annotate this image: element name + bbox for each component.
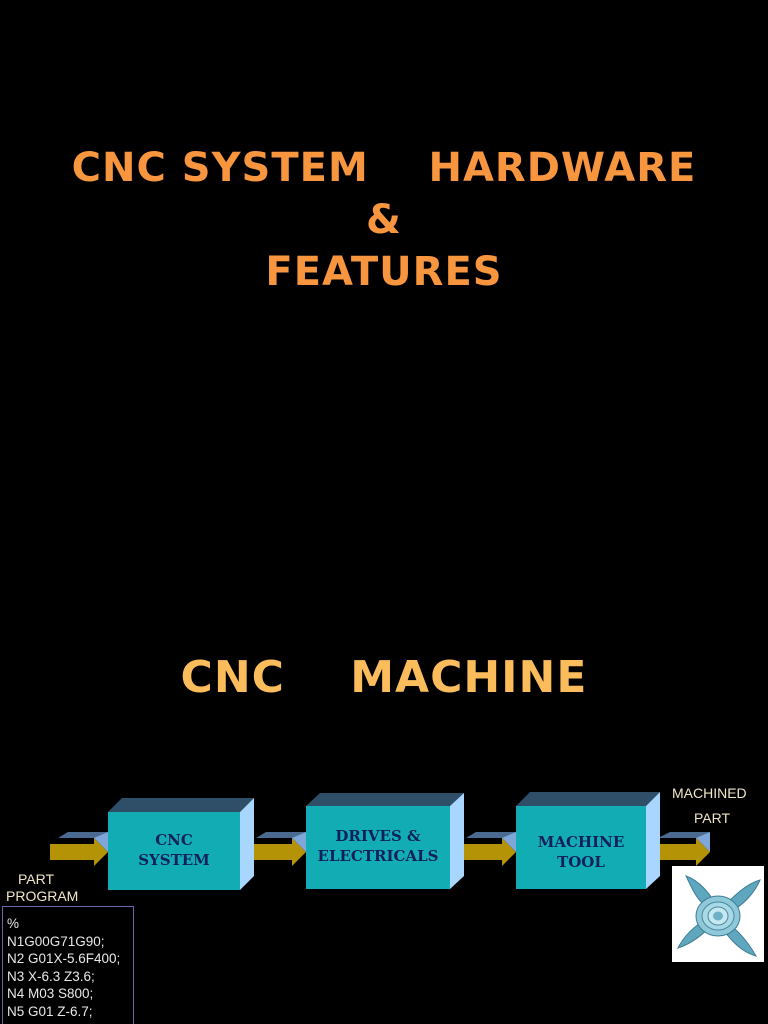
arrow-2-3 [460, 832, 516, 866]
output-label-line-1: MACHINED [672, 785, 747, 801]
program-line: N5 G01 Z-6.7; [7, 1003, 93, 1019]
part-program-listing: % N1G00G71G90; N2 G01X-5.6F400; N3 X-6.3… [2, 906, 134, 1024]
program-line: N4 M03 S800; [7, 986, 94, 1001]
output-label: MACHINED [672, 785, 747, 802]
box-2-line-1: DRIVES & [335, 827, 421, 845]
box-label-cnc-system: CNC SYSTEM [108, 830, 240, 870]
machined-part-image [672, 866, 764, 962]
program-line: % [7, 916, 20, 931]
input-label-line-2: PROGRAM [6, 888, 79, 904]
output-label-line-2: PART [694, 810, 731, 826]
arrow-input [50, 832, 108, 866]
input-label-2: PROGRAM [6, 888, 78, 905]
box-label-drives-electricals: DRIVES & ELECTRICALS [306, 826, 450, 866]
box-3-line-2: TOOL [557, 853, 605, 871]
box-label-machine-tool: MACHINE TOOL [516, 832, 646, 872]
output-label-2: PART [694, 810, 730, 827]
title-line-1: CNC SYSTEM HARDWARE [71, 145, 697, 191]
program-line: N3 X-6.3 Z3.6; [7, 968, 95, 984]
input-label: PART [18, 871, 54, 888]
fan-impeller-icon [677, 875, 761, 957]
title-line-2: & [366, 197, 402, 243]
program-line: N2 G01X-5.6F400; [7, 951, 121, 966]
box-1-line-1: CNC [155, 831, 193, 849]
box-3-line-1: MACHINE [537, 833, 625, 851]
box-machine-tool [516, 792, 660, 889]
input-label-line-1: PART [18, 871, 55, 887]
slide-subtitle: CNC MACHINE [180, 652, 588, 703]
arrow-1-2 [250, 832, 306, 866]
box-2-line-2: ELECTRICALS [317, 847, 439, 865]
box-drives-electricals [306, 793, 464, 889]
slide-title: CNC SYSTEM HARDWARE & FEATURES [0, 142, 768, 298]
title-line-3: FEATURES [265, 249, 503, 295]
box-1-line-2: SYSTEM [138, 851, 210, 869]
program-line: N1G00G71G90; [7, 933, 105, 949]
box-cnc-system [108, 798, 254, 890]
arrow-output [652, 832, 710, 866]
